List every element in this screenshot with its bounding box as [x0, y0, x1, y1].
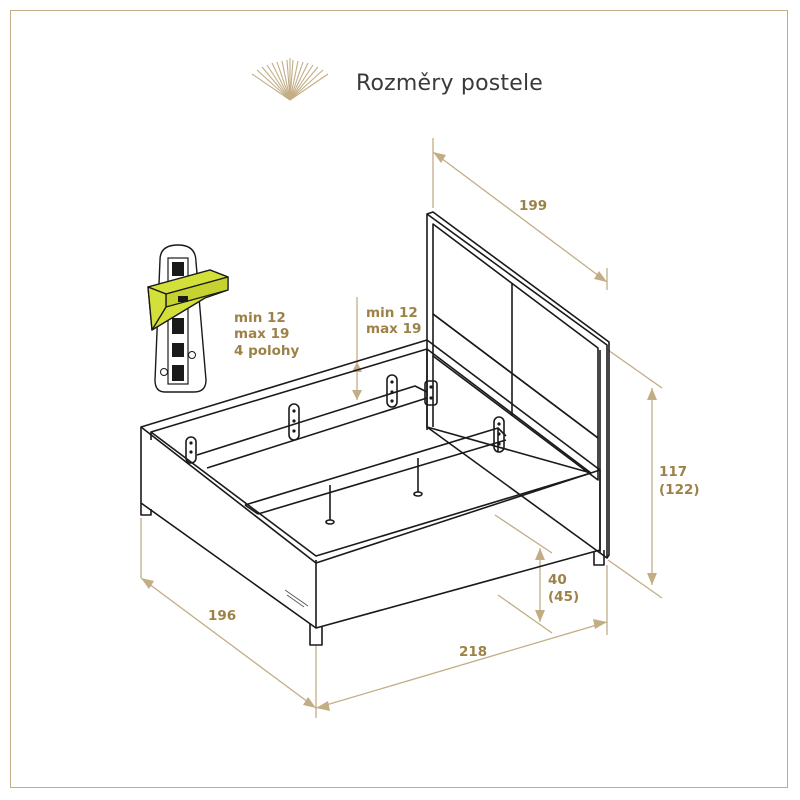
height-adjust-line1: min 12 [366, 305, 418, 321]
dim-headboard-height: 117 [659, 464, 687, 480]
brand-mark [284, 589, 309, 608]
dimension-lines [140, 138, 663, 718]
page-title: Rozměry postele [356, 71, 544, 96]
bracket-detail-inset [147, 244, 229, 393]
center-support-legs [325, 458, 423, 525]
bracket-adjust-line3: 4 polohy [234, 343, 300, 359]
headboard [426, 211, 610, 559]
mounting-brackets [185, 374, 505, 464]
inner-frame-rails [196, 385, 592, 563]
dim-length: 196 [208, 608, 236, 624]
bracket-adjust-line1: min 12 [234, 310, 286, 326]
dim-frame-height: 40 [548, 572, 567, 588]
crown-sunburst-icon [251, 58, 329, 101]
dim-headboard-width: 199 [519, 198, 547, 214]
bed-drawing [140, 211, 610, 646]
bracket-adjust-line2: max 19 [234, 326, 289, 342]
outer-frame [10, 10, 788, 788]
dim-width: 218 [459, 644, 487, 660]
height-adjust-line2: max 19 [366, 321, 421, 337]
bed-frame [140, 339, 605, 646]
dim-headboard-height-alt: (122) [659, 482, 700, 498]
dimension-arrowheads [141, 152, 657, 711]
dim-frame-height-alt: (45) [548, 589, 579, 605]
